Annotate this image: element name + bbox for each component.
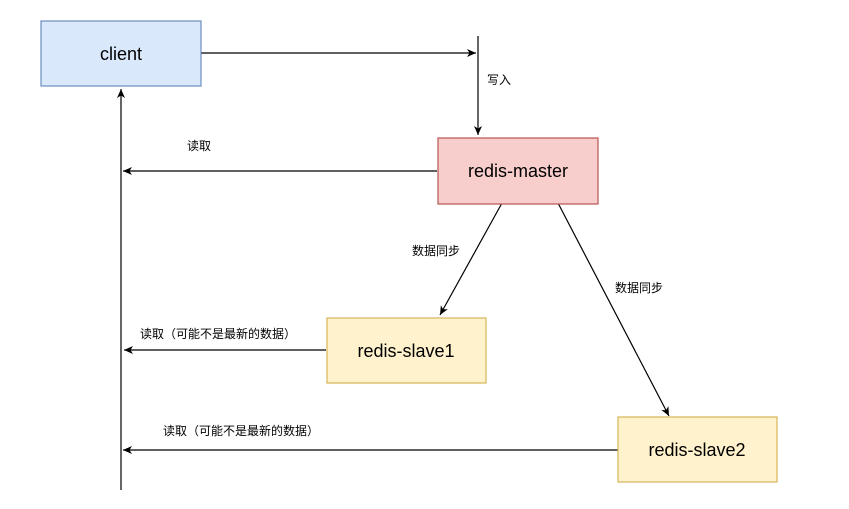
redis-slave1-node: redis-slave1	[326, 317, 487, 384]
redis-master-node: redis-master	[437, 137, 599, 205]
sync-slave2-label: 数据同步	[615, 280, 663, 295]
redis-slave1-label: redis-slave1	[357, 341, 454, 361]
read-slave2-label: 读取（可能不是最新的数据）	[163, 423, 319, 438]
read-slave1-label: 读取（可能不是最新的数据）	[140, 326, 296, 341]
client-box	[40, 20, 202, 87]
redis-slave1-box	[326, 317, 487, 384]
redis-master-label: redis-master	[468, 161, 568, 181]
sync-slave1-label: 数据同步	[412, 243, 460, 258]
redis-slave2-node: redis-slave2	[617, 416, 778, 483]
client-label: client	[100, 44, 142, 64]
write-label: 写入	[487, 73, 511, 87]
redis-slave2-box	[617, 416, 778, 483]
redis-master-box	[437, 137, 599, 205]
client-node: client	[40, 20, 202, 87]
read-master-label: 读取	[187, 139, 211, 153]
redis-slave2-label: redis-slave2	[648, 440, 745, 460]
master-to-slave2-sync-edge	[557, 202, 670, 417]
master-to-slave1-sync-edge	[439, 202, 503, 316]
